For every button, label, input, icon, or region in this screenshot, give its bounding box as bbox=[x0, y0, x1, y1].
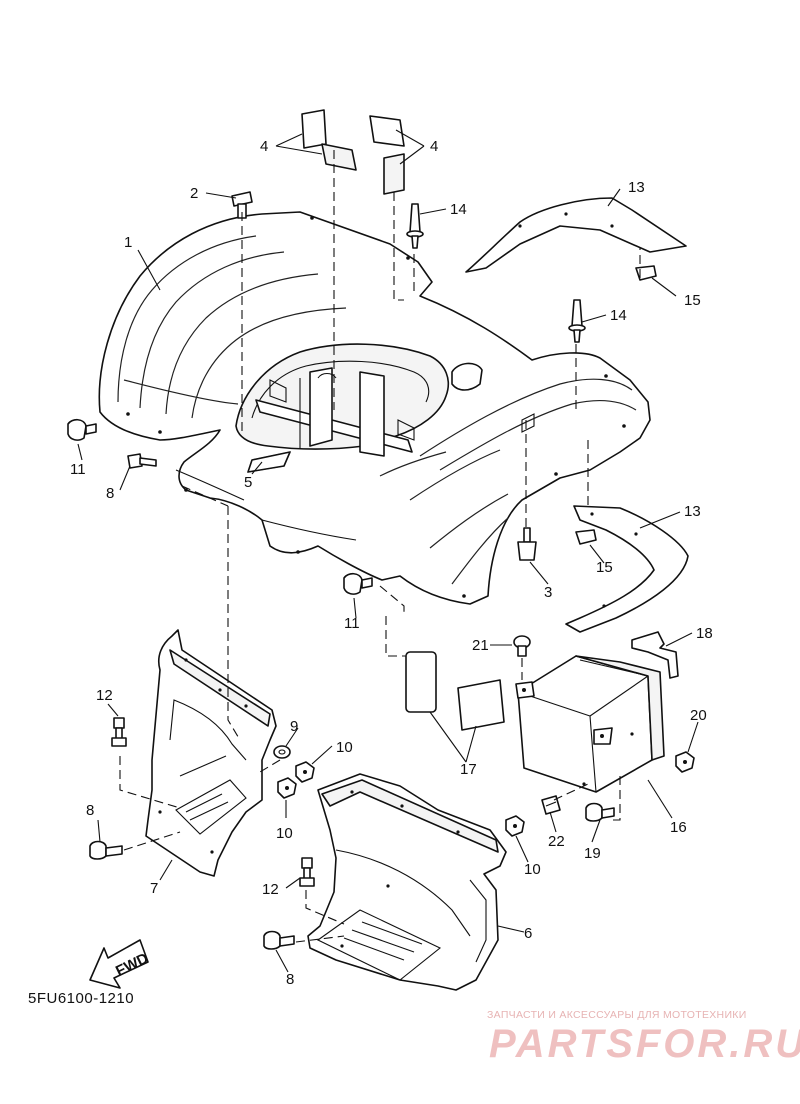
nut-box bbox=[675, 751, 695, 773]
callout-10-b: 10 bbox=[276, 825, 293, 842]
callout-14-mid: 14 bbox=[610, 307, 627, 324]
callout-numbers: 1 2 4 4 14 13 15 14 13 15 3 11 8 5 11 21… bbox=[70, 138, 713, 988]
grommet bbox=[513, 635, 531, 657]
rivet-top bbox=[406, 203, 424, 249]
flap-right bbox=[565, 505, 689, 633]
watermark-tagline: ЗАПЧАСТИ И АКСЕССУАРЫ ДЛЯ МОТОТЕХНИКИ bbox=[487, 1009, 747, 1021]
bolt-guard-right bbox=[263, 930, 295, 950]
callout-3: 3 bbox=[544, 584, 552, 601]
callout-19: 19 bbox=[584, 845, 601, 862]
callout-8-left: 8 bbox=[86, 802, 94, 819]
nut-clip-mid bbox=[575, 529, 597, 545]
callout-1: 1 bbox=[124, 234, 132, 251]
rivet-bottom bbox=[343, 572, 373, 595]
nut-a bbox=[295, 761, 315, 783]
diagram-code: 5FU6100-1210 bbox=[28, 990, 135, 1007]
callout-9: 9 bbox=[290, 718, 298, 735]
callout-17: 17 bbox=[460, 761, 477, 778]
callout-10-a: 10 bbox=[336, 739, 353, 756]
screw-mid bbox=[517, 527, 537, 561]
callout-15-mid: 15 bbox=[596, 559, 613, 576]
rear-fender bbox=[98, 211, 651, 605]
callout-13-right: 13 bbox=[684, 503, 701, 520]
nut-b bbox=[277, 777, 297, 799]
cushion-left bbox=[405, 651, 437, 713]
callout-12-right: 12 bbox=[262, 881, 279, 898]
callout-11-left: 11 bbox=[70, 461, 86, 478]
assembly-lines bbox=[119, 150, 641, 943]
rivet-left bbox=[67, 418, 97, 441]
callout-7: 7 bbox=[150, 880, 158, 897]
callout-22: 22 bbox=[548, 833, 565, 850]
rivet-mid bbox=[568, 299, 586, 343]
bracket bbox=[631, 631, 679, 679]
callout-18: 18 bbox=[696, 625, 713, 642]
mud-guard-right bbox=[307, 773, 507, 991]
callout-10-c: 10 bbox=[524, 861, 541, 878]
bolt-guard-left bbox=[89, 840, 123, 860]
pad-set-left bbox=[301, 109, 357, 171]
callout-21: 21 bbox=[472, 637, 489, 654]
storage-box bbox=[515, 655, 665, 793]
callout-11-bottom: 11 bbox=[344, 615, 360, 632]
callout-8-top: 8 bbox=[106, 485, 114, 502]
callout-13-top: 13 bbox=[628, 179, 645, 196]
callout-4-left: 4 bbox=[260, 138, 268, 155]
bolt-box bbox=[585, 802, 615, 822]
nut-c bbox=[505, 815, 525, 837]
washer bbox=[273, 745, 291, 759]
callout-8-right: 8 bbox=[286, 971, 294, 988]
callout-20: 20 bbox=[690, 707, 707, 724]
fwd-arrow-icon: FWD bbox=[89, 939, 151, 989]
bolt-guard-right-top bbox=[299, 857, 315, 887]
flap-top bbox=[465, 197, 687, 273]
callout-12-left: 12 bbox=[96, 687, 113, 704]
callout-5: 5 bbox=[244, 474, 252, 491]
callout-15-top: 15 bbox=[684, 292, 701, 309]
mud-guard-left bbox=[145, 629, 277, 877]
callout-16: 16 bbox=[670, 819, 687, 836]
callout-6: 6 bbox=[524, 925, 532, 942]
cushion-right bbox=[457, 679, 505, 731]
clip bbox=[541, 795, 561, 815]
nut-clip-top bbox=[635, 265, 657, 281]
watermark-logo: PARTSFOR.RU bbox=[489, 1022, 800, 1066]
pad-set-right bbox=[369, 115, 405, 195]
bolt-top bbox=[231, 191, 253, 219]
bolt-guard-left-top bbox=[111, 717, 127, 747]
bolt-left bbox=[127, 453, 157, 469]
callout-4-right: 4 bbox=[430, 138, 438, 155]
leader-lines bbox=[77, 129, 699, 973]
callout-2: 2 bbox=[190, 185, 198, 202]
callout-14-top: 14 bbox=[450, 201, 467, 218]
